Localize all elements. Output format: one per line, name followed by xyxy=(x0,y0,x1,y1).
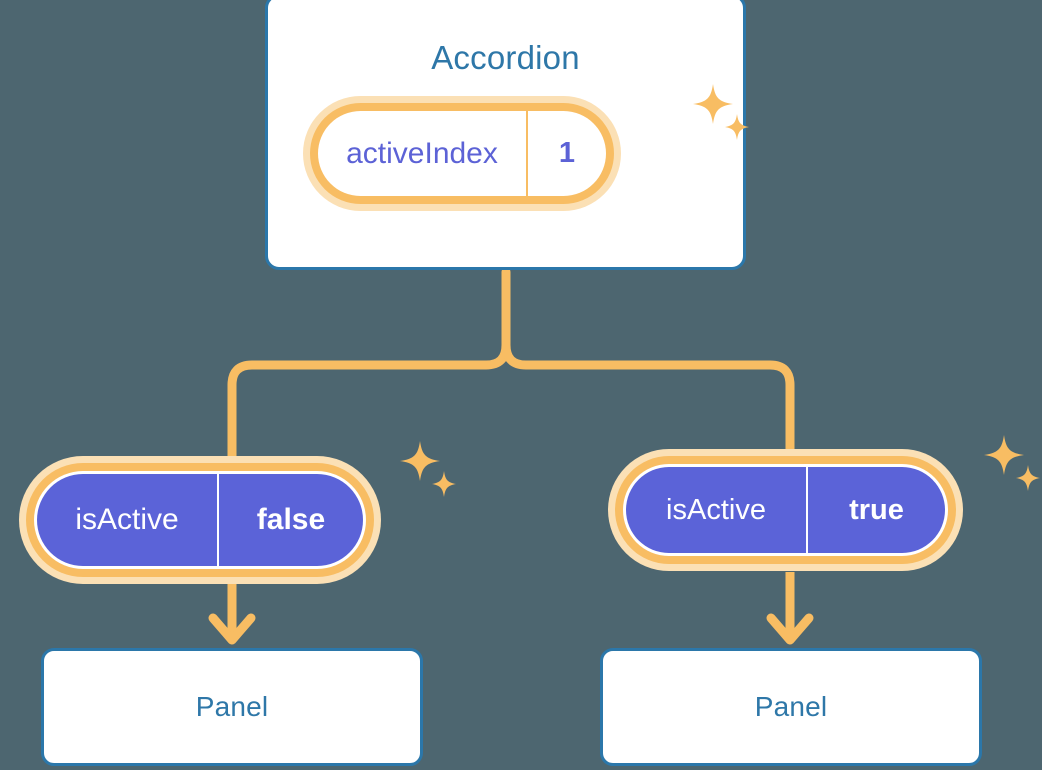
state-value-label: 1 xyxy=(526,111,606,196)
arrow-down-icon-left xyxy=(208,613,256,645)
connector-branch-left xyxy=(227,340,511,479)
sparkle-small-icon xyxy=(432,471,456,497)
arrow-down-icon-right xyxy=(766,613,814,645)
prop-badge-body-right: isActive true xyxy=(626,467,945,553)
prop-value-label-right: true xyxy=(806,467,945,553)
panel-card-right[interactable]: Panel xyxy=(600,648,982,766)
state-badge-body: activeIndex 1 xyxy=(318,111,606,196)
prop-key-label-right: isActive xyxy=(666,493,766,526)
sparkle-decoration-right xyxy=(982,435,1042,502)
prop-badge-body-left: isActive false xyxy=(37,474,363,566)
sparkle-decoration-left xyxy=(398,441,458,508)
panel-card-left[interactable]: Panel xyxy=(41,648,423,766)
prop-badge-is-active-false[interactable]: isActive false xyxy=(37,474,363,566)
prop-badge-is-active-true[interactable]: isActive true xyxy=(626,467,945,553)
sparkle-icon xyxy=(400,441,440,481)
sparkle-icon xyxy=(984,435,1024,475)
connector-branch-right xyxy=(501,340,795,475)
prop-value-label-left: false xyxy=(217,474,363,566)
state-key-label: activeIndex xyxy=(346,136,498,170)
panel-title-right: Panel xyxy=(754,691,828,722)
prop-key-label-left: isActive xyxy=(75,503,179,536)
sparkle-small-icon xyxy=(1016,465,1040,491)
panel-title-left: Panel xyxy=(195,691,269,722)
accordion-title: Accordion xyxy=(431,39,580,76)
state-badge-active-index[interactable]: activeIndex 1 xyxy=(318,111,606,196)
